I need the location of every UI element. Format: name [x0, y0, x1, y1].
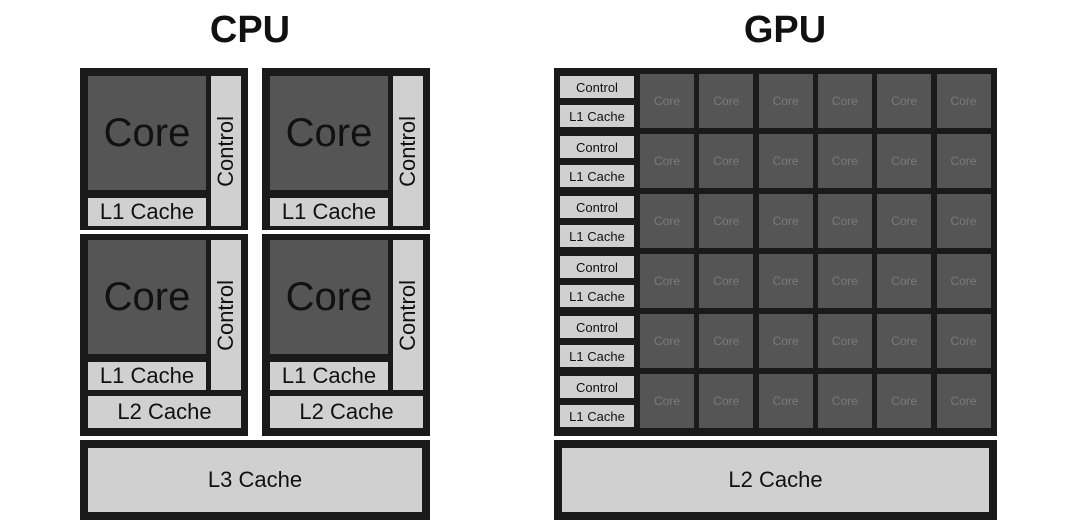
cpu-l3-cache: L3 Cache — [88, 448, 422, 512]
gpu-l1-cache: L1 Cache — [560, 105, 634, 127]
gpu-l1-cache: L1 Cache — [560, 405, 634, 427]
cpu-control: Control — [211, 240, 241, 390]
cpu-l1-cache: L1 Cache — [88, 362, 206, 390]
gpu-core: Core — [640, 314, 694, 368]
gpu-core: Core — [699, 74, 754, 128]
cpu-control: Control — [393, 240, 423, 390]
gpu-core: Core — [877, 74, 932, 128]
gpu-core: Core — [817, 74, 872, 128]
gpu-control: Control — [560, 316, 634, 338]
gpu-core: Core — [699, 314, 754, 368]
gpu-core: Core — [758, 254, 813, 308]
gpu-core: Core — [758, 74, 813, 128]
cpu-diagram: Core Control L1 Cache Core Control L1 Ca… — [80, 68, 430, 520]
cpu-core: Core — [88, 240, 206, 354]
gpu-core: Core — [699, 194, 754, 248]
gpu-core: Core — [699, 134, 754, 188]
cpu-l2-cache: L2 Cache — [270, 396, 423, 428]
cpu-l1-cache: L1 Cache — [270, 362, 388, 390]
gpu-core: Core — [640, 194, 694, 248]
gpu-title: GPU — [743, 9, 827, 51]
gpu-core: Core — [877, 194, 932, 248]
cpu-core: Core — [270, 76, 388, 190]
gpu-core: Core — [877, 314, 932, 368]
gpu-core: Core — [877, 134, 932, 188]
gpu-control: Control — [560, 376, 634, 398]
gpu-core: Core — [699, 374, 754, 428]
cpu-control: Control — [393, 76, 423, 226]
gpu-core: Core — [640, 374, 694, 428]
gpu-core: Core — [758, 374, 813, 428]
gpu-core: Core — [758, 314, 813, 368]
gpu-core: Core — [936, 254, 991, 308]
cpu-control: Control — [211, 76, 241, 226]
gpu-l1-cache: L1 Cache — [560, 345, 634, 367]
cpu-l2-cache: L2 Cache — [88, 396, 241, 428]
gpu-core: Core — [817, 374, 872, 428]
gpu-l1-cache: L1 Cache — [560, 285, 634, 307]
gpu-control: Control — [560, 196, 634, 218]
gpu-core: Core — [817, 194, 872, 248]
gpu-core: Core — [936, 374, 991, 428]
gpu-core: Core — [936, 134, 991, 188]
cpu-l1-cache: L1 Cache — [270, 198, 388, 226]
cpu-core: Core — [88, 76, 206, 190]
gpu-core: Core — [877, 254, 932, 308]
cpu-core: Core — [270, 240, 388, 354]
gpu-core: Core — [640, 254, 694, 308]
cpu-title: CPU — [209, 9, 291, 51]
gpu-control: Control — [560, 76, 634, 98]
gpu-control: Control — [560, 136, 634, 158]
gpu-l1-cache: L1 Cache — [560, 165, 634, 187]
gpu-l2-cache: L2 Cache — [562, 448, 989, 512]
gpu-core: Core — [936, 314, 991, 368]
gpu-core: Core — [758, 194, 813, 248]
gpu-core: Core — [817, 314, 872, 368]
gpu-core: Core — [817, 134, 872, 188]
gpu-core: Core — [640, 74, 694, 128]
gpu-core: Core — [936, 194, 991, 248]
gpu-core: Core — [877, 374, 932, 428]
gpu-core: Core — [936, 74, 991, 128]
gpu-core: Core — [699, 254, 754, 308]
gpu-core: Core — [640, 134, 694, 188]
gpu-control: Control — [560, 256, 634, 278]
gpu-core: Core — [758, 134, 813, 188]
cpu-l1-cache: L1 Cache — [88, 198, 206, 226]
gpu-core: Core — [817, 254, 872, 308]
gpu-l1-cache: L1 Cache — [560, 225, 634, 247]
